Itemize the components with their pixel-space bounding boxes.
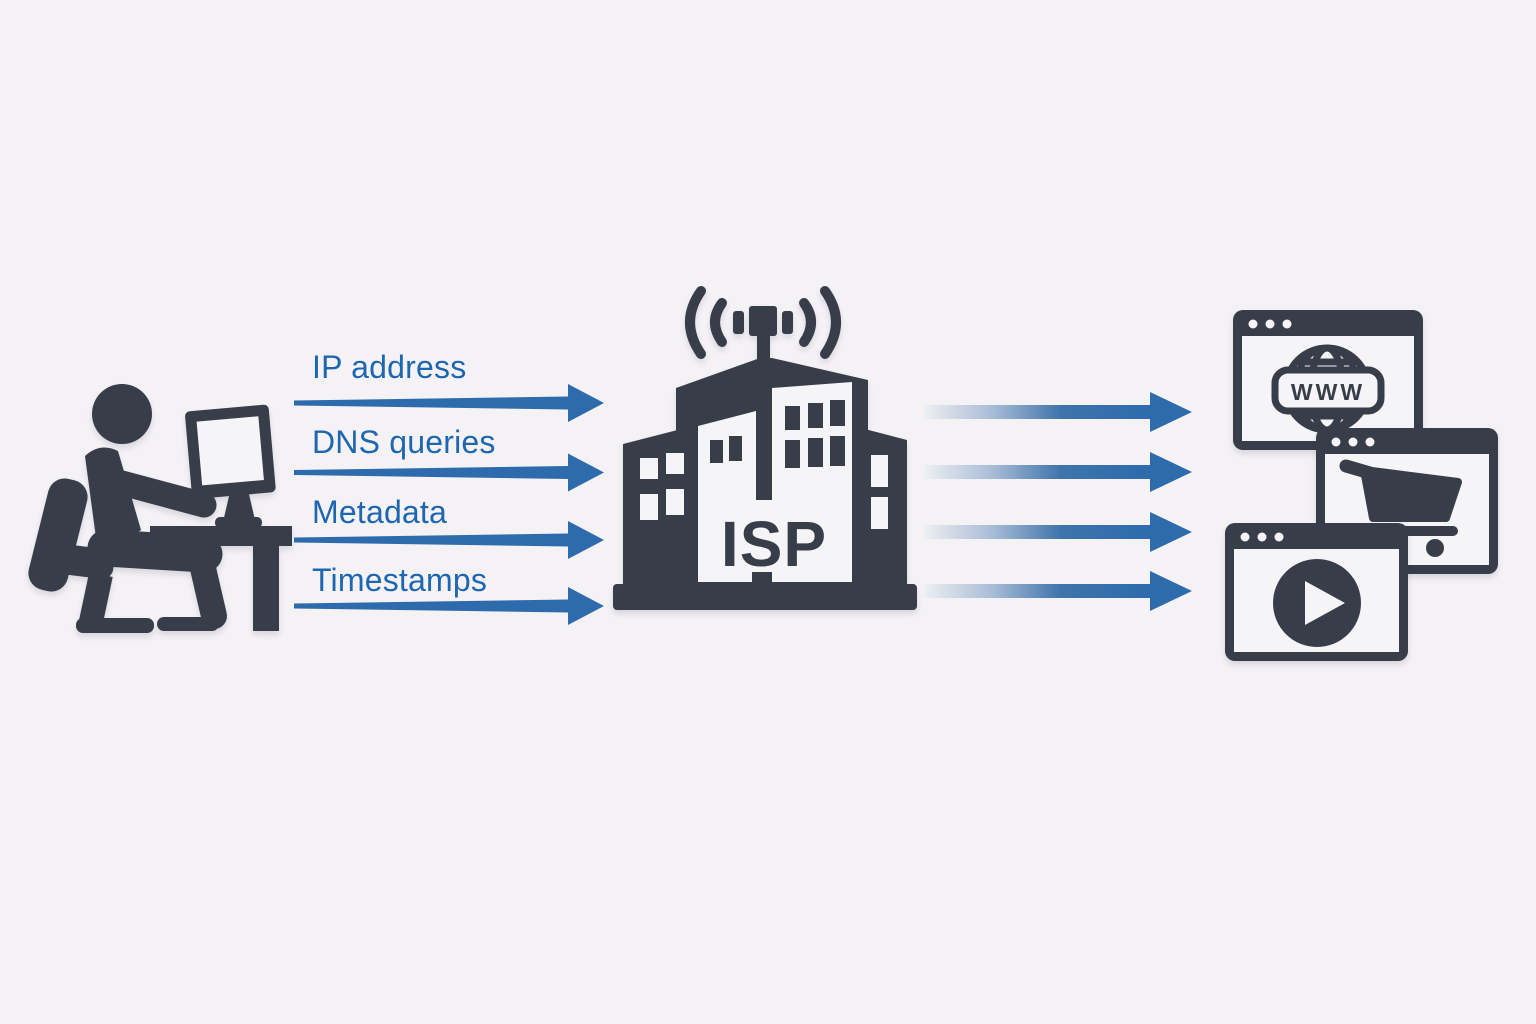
person-at-computer-icon bbox=[28, 384, 292, 633]
flow-label-dns-queries: DNS queries bbox=[312, 424, 496, 460]
web-browser-window: WWW bbox=[1233, 310, 1423, 450]
isp-building-antenna-icon: ISP bbox=[613, 286, 917, 610]
window-dots bbox=[1240, 532, 1284, 542]
flow-label-timestamps: Timestamps bbox=[312, 562, 488, 598]
flow-arrow-timestamps bbox=[294, 587, 604, 625]
isp-to-web-arrow-1 bbox=[924, 392, 1192, 432]
www-banner: WWW bbox=[1271, 366, 1385, 415]
flow-label-ip-address: IP address bbox=[312, 349, 467, 385]
person-icon bbox=[85, 384, 227, 631]
www-label: WWW bbox=[1291, 379, 1365, 405]
window-dots bbox=[1331, 437, 1375, 447]
monitor-icon bbox=[185, 404, 276, 528]
flow-arrow-metadata bbox=[294, 521, 604, 559]
isp-to-web-arrow-3 bbox=[924, 512, 1192, 552]
play-button-icon bbox=[1273, 559, 1361, 647]
office-chair-icon bbox=[28, 478, 154, 633]
flow-arrow-dns-queries bbox=[294, 453, 604, 492]
building-left-wing bbox=[623, 425, 697, 588]
isp-to-web-arrow-4 bbox=[924, 571, 1192, 611]
isp-label: ISP bbox=[721, 508, 827, 580]
isp-to-web-arrow-2 bbox=[924, 452, 1192, 492]
window-dots bbox=[1248, 319, 1292, 329]
user-to-isp-arrows bbox=[294, 384, 604, 625]
desk-icon bbox=[150, 526, 292, 631]
flow-arrow-ip-address bbox=[294, 384, 604, 422]
flow-label-metadata: Metadata bbox=[312, 494, 448, 530]
isp-to-web-arrows bbox=[924, 392, 1192, 611]
video-player-window bbox=[1225, 523, 1408, 661]
